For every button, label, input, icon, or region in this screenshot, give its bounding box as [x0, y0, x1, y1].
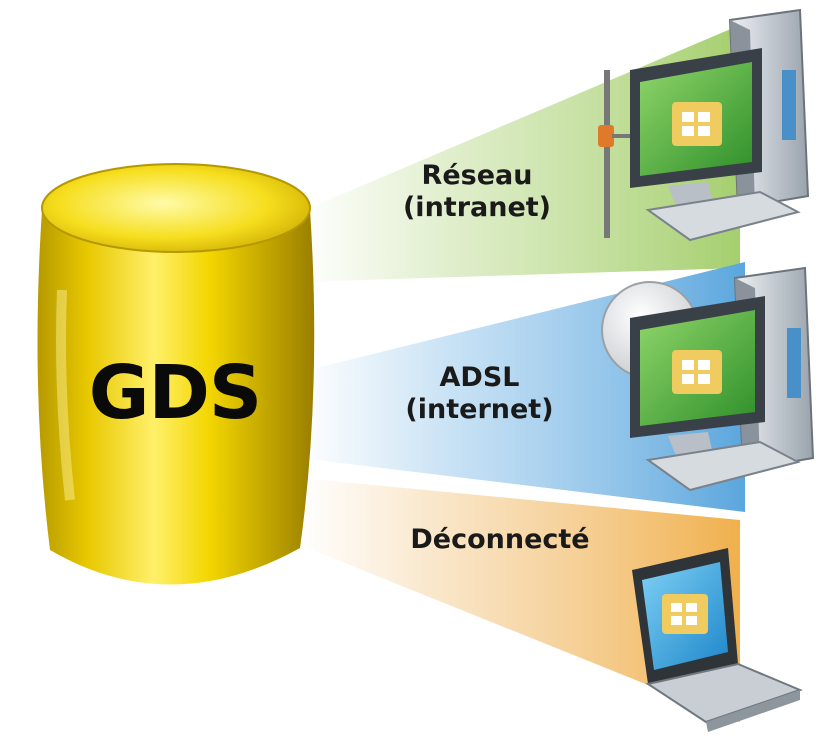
connection-label-line2: (internet)	[405, 393, 554, 425]
connection-label-line1: ADSL	[439, 362, 520, 393]
connection-label-internet: ADSL (internet)	[392, 362, 567, 426]
desktop-computer-icon	[598, 8, 810, 242]
desktop-computer-globe-icon	[601, 266, 815, 492]
connection-label-line1: Réseau	[421, 160, 533, 191]
connection-label-line1: Déconnecté	[410, 524, 590, 555]
offline-beam	[300, 478, 740, 722]
connection-label-line2: (intranet)	[402, 191, 552, 223]
database-label: GDS	[88, 350, 262, 436]
connection-label-intranet: Réseau (intranet)	[392, 160, 562, 224]
connection-label-offline: Déconnecté	[385, 524, 615, 556]
laptop-computer-icon	[632, 548, 803, 732]
database-cylinder-icon	[37, 163, 315, 585]
